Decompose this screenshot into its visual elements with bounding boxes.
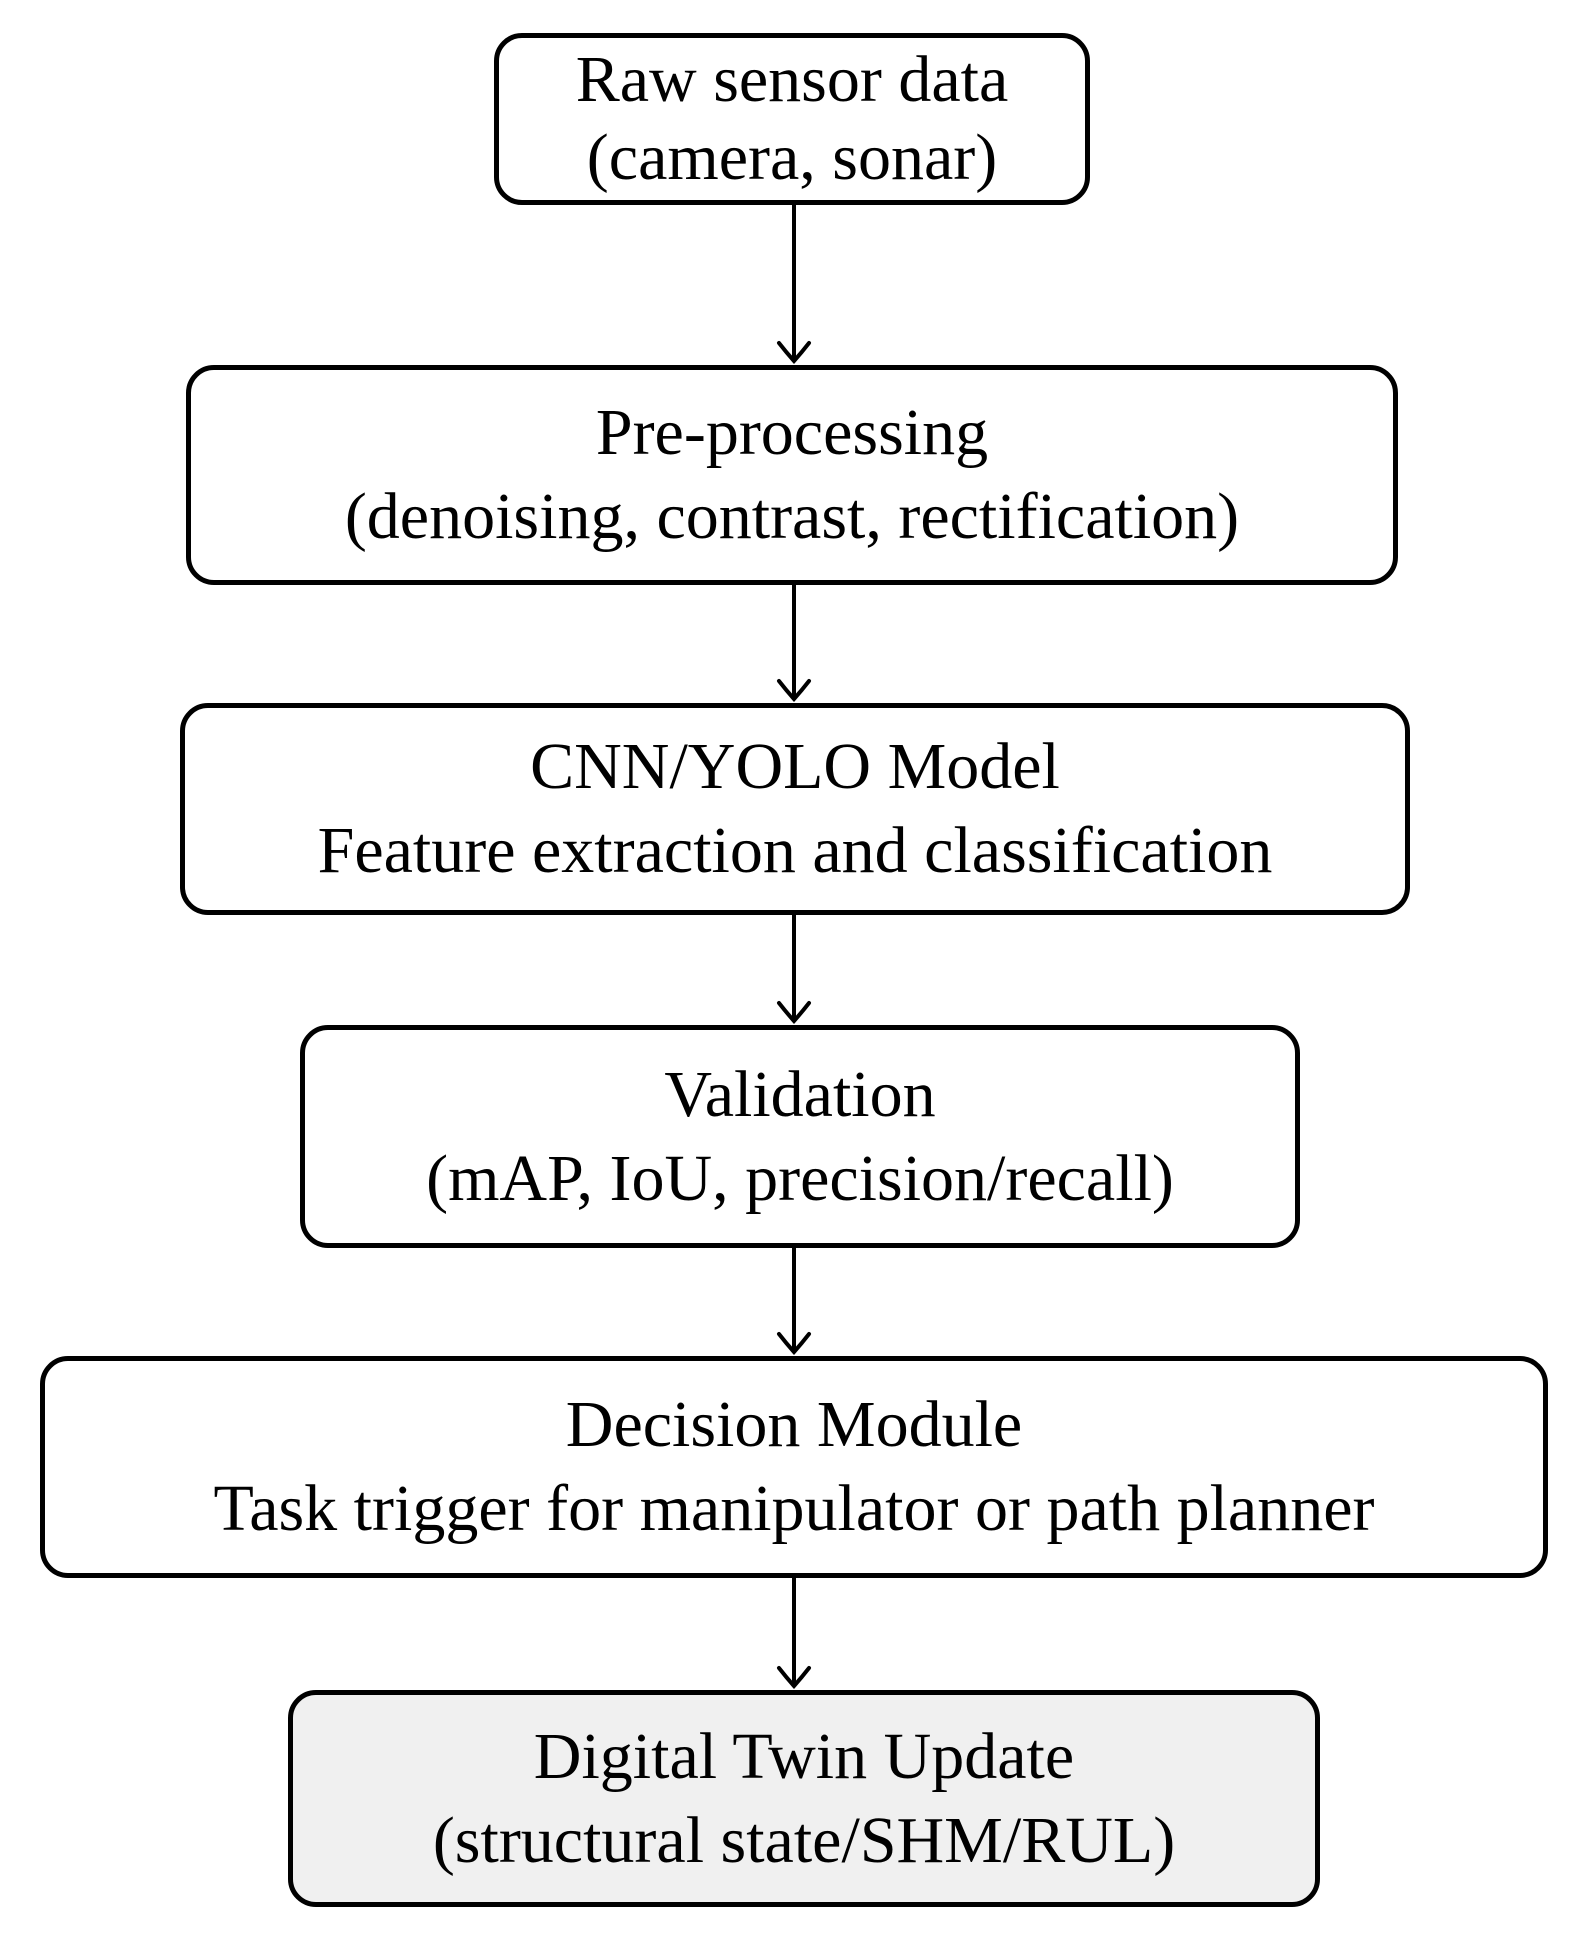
node-subtitle: Task trigger for manipulator or path pla… [213,1472,1375,1545]
arrow-down-icon [774,1248,814,1356]
node-title: CNN/YOLO Model [530,730,1060,803]
node-cnn-yolo-model: CNN/YOLO Model Feature extraction and cl… [180,703,1410,915]
node-subtitle: (denoising, contrast, rectification) [344,480,1240,553]
node-decision-module: Decision Module Task trigger for manipul… [40,1356,1548,1578]
node-raw-sensor-data: Raw sensor data (camera, sonar) [494,33,1090,205]
node-title: Pre-processing [595,396,989,469]
node-title: Validation [664,1057,936,1131]
arrow-down-icon [774,915,814,1025]
arrow-down-icon [774,205,814,365]
arrow-down-icon [774,585,814,703]
node-title: Decision Module [565,1388,1023,1461]
node-digital-twin-update: Digital Twin Update (structural state/SH… [288,1690,1320,1907]
arrow-down-icon [774,1578,814,1690]
node-title: Raw sensor data [575,43,1009,116]
node-subtitle: Feature extraction and classification [317,814,1273,887]
node-subtitle: (mAP, IoU, precision/recall) [426,1141,1174,1215]
node-subtitle: (camera, sonar) [586,121,998,194]
node-title: Digital Twin Update [533,1719,1075,1793]
node-validation: Validation (mAP, IoU, precision/recall) [300,1025,1300,1248]
node-subtitle: (structural state/SHM/RUL) [432,1803,1176,1877]
node-pre-processing: Pre-processing (denoising, contrast, rec… [186,365,1398,585]
